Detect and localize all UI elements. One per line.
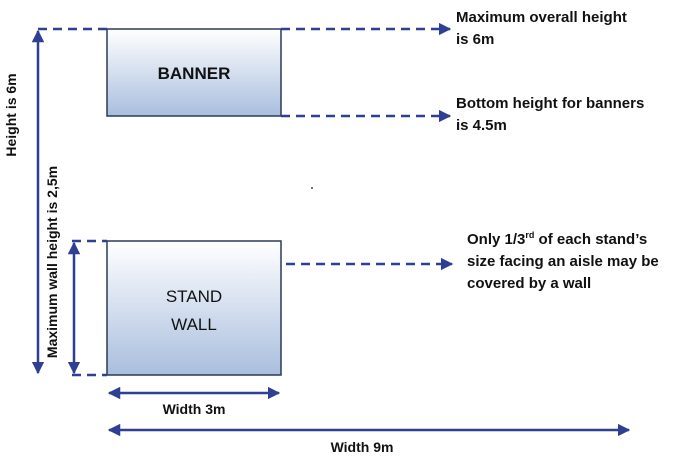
stray-dot xyxy=(311,187,313,189)
width-9m-label: Width 9m xyxy=(331,439,394,455)
wall-rule-note-line3: covered by a wall xyxy=(467,275,591,292)
wall-rule-note-pre: Only 1/3 xyxy=(467,231,525,248)
max-height-note-line1: Maximum overall height xyxy=(456,9,627,26)
banner-label: BANNER xyxy=(158,64,231,83)
stand-wall-label-line1: STAND xyxy=(166,287,222,306)
height-label: Height is 6m xyxy=(3,73,19,156)
banner-bottom-note-line1: Bottom height for banners xyxy=(456,95,644,112)
wall-rule-note-sup: rd xyxy=(525,230,534,240)
wall-height-label: Maximum wall height is 2,5m xyxy=(44,166,60,358)
width-3m-label: Width 3m xyxy=(163,401,226,417)
stand-wall-label-line2: WALL xyxy=(171,315,217,334)
stand-wall-box xyxy=(106,240,282,376)
wall-rule-note-post: of each stand’s xyxy=(534,231,647,248)
banner-bottom-note-line2: is 4.5m xyxy=(456,117,507,134)
max-height-note-line2: is 6m xyxy=(456,31,494,48)
banner-box xyxy=(106,28,282,117)
wall-rule-note-line1: Only 1/3rd of each stand’s xyxy=(467,230,647,248)
wall-rule-note-line2: size facing an aisle may be xyxy=(467,253,659,270)
